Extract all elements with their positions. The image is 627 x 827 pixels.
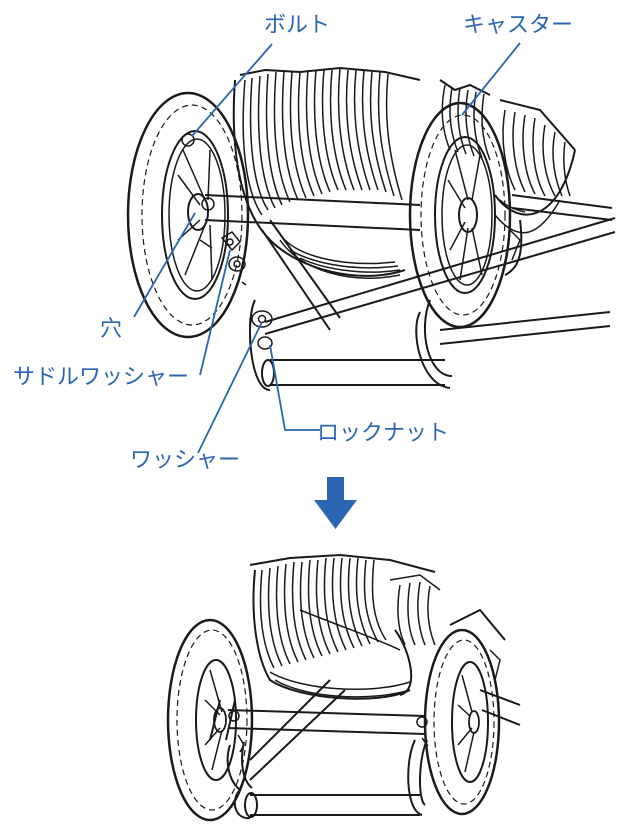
leader-bolt bbox=[191, 43, 273, 137]
callout-labels: ボルト キャスター 穴 サドルワッシャー ロックナット ワッシャー bbox=[13, 13, 573, 473]
axle-bottom bbox=[227, 709, 429, 753]
left-wheel-bottom bbox=[166, 618, 254, 822]
label-saddle-washer: サドルワッシャー bbox=[13, 365, 189, 390]
bottom-illustration bbox=[166, 553, 521, 822]
label-washer: ワッシャー bbox=[130, 448, 240, 473]
label-caster: キャスター bbox=[463, 13, 573, 38]
basket-bottom bbox=[249, 553, 441, 700]
hardware-top bbox=[199, 231, 273, 350]
label-bolt: ボルト bbox=[264, 13, 330, 38]
right-wheel-bottom bbox=[423, 628, 501, 816]
arrow-down-icon bbox=[314, 477, 357, 529]
label-lock-nut: ロックナット bbox=[317, 421, 449, 446]
basket-top bbox=[232, 66, 576, 279]
leader-washer bbox=[197, 321, 263, 454]
frame-bottom bbox=[209, 608, 521, 820]
leader-hole bbox=[133, 212, 196, 318]
leader-lines bbox=[133, 42, 521, 454]
leader-caster bbox=[461, 42, 521, 116]
leader-saddle-washer bbox=[199, 249, 231, 376]
right-wheel-top bbox=[408, 101, 512, 329]
axle-top bbox=[201, 194, 421, 231]
label-hole: 穴 bbox=[100, 317, 122, 342]
left-wheel-top bbox=[126, 91, 250, 339]
leader-lock-nut bbox=[269, 344, 320, 431]
top-illustration bbox=[126, 66, 616, 391]
frame-top bbox=[249, 194, 616, 391]
